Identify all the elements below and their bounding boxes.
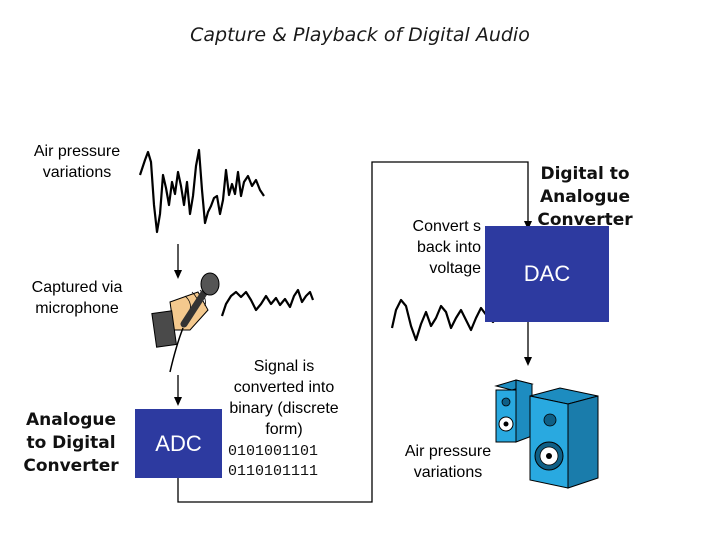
mic-handle [180, 286, 210, 328]
label-air-pressure-out: Air pressure variations [404, 443, 492, 481]
mic-cable [169, 327, 184, 373]
label-converts-back: Convert s back into voltage [412, 218, 481, 277]
label-dac-title: Digital to Analogue Converter [537, 164, 633, 230]
waveform-air-pressure [138, 148, 265, 234]
arrow-head-into-dac [524, 221, 532, 230]
arrow-head-mic-to-adc [174, 397, 182, 406]
big-speaker-tweeter [543, 413, 557, 427]
adc-to-dac-line [177, 161, 529, 503]
waveform-captured [220, 288, 315, 317]
sleeve-cuff [151, 310, 177, 348]
arrow-head-dac-to-speaker [524, 357, 532, 366]
label-captured-via-microphone: Captured via microphone [31, 279, 123, 317]
big-speaker-side [567, 395, 599, 489]
label-adc-title: Analogue to Digital Converter [23, 410, 119, 476]
adc-box: ADC [135, 409, 222, 478]
diagram-title: Capture & Playback of Digital Audio [190, 24, 530, 46]
speaker-icon [494, 379, 599, 489]
arrow-head-wave-to-mic [174, 270, 182, 279]
binary-line-2: 0110101111 [228, 463, 319, 480]
microphone-icon [151, 272, 220, 373]
binary-line-1: 0101001101 [228, 443, 319, 460]
label-signal-converted: Signal is converted into binary (discret… [229, 358, 339, 438]
mic-head [200, 272, 220, 296]
dac-box: DAC [485, 226, 609, 322]
label-air-pressure-in: Air pressure variations [33, 143, 121, 181]
small-speaker-tweeter [501, 397, 511, 407]
